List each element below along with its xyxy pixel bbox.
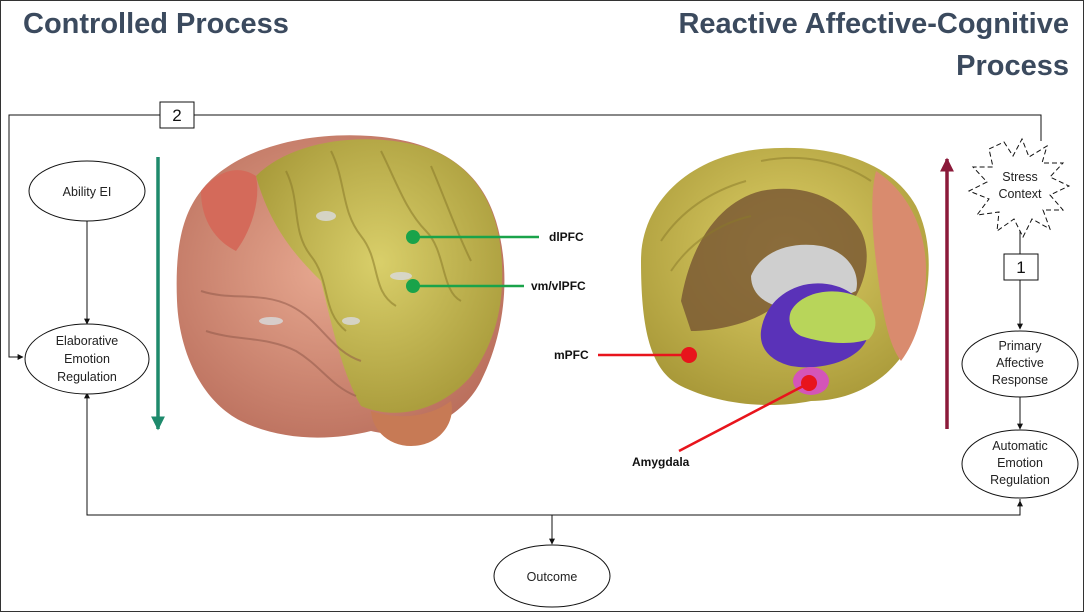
node-ability-ei: Ability EI [28, 160, 146, 222]
vmvlpfc-marker [406, 279, 420, 293]
svg-text:Automatic: Automatic [992, 439, 1048, 453]
node-automatic-emotion-regulation: Automatic Emotion Regulation [961, 429, 1079, 499]
outcome-bar [86, 396, 1021, 516]
medial-brain-image [641, 147, 929, 406]
title-reactive-process: Reactive Affective-Cognitive Process [678, 8, 1069, 82]
feedback-arrow-path2 [8, 114, 1042, 360]
dlpfc-label: dlPFC [549, 230, 584, 244]
svg-text:Affective: Affective [996, 356, 1044, 370]
svg-text:Context: Context [998, 187, 1042, 201]
path1-label-box [1003, 253, 1039, 281]
svg-text:Outcome: Outcome [527, 570, 578, 584]
mpfc-marker [681, 347, 697, 363]
path2-label: 2 [172, 106, 181, 125]
node-elaborative-emotion-regulation: Elaborative Emotion Regulation [24, 323, 150, 395]
svg-text:Stress: Stress [1002, 170, 1037, 184]
mpfc-label: mPFC [554, 348, 589, 362]
path1-label: 1 [1016, 258, 1025, 277]
svg-text:Response: Response [992, 373, 1048, 387]
svg-text:Primary: Primary [998, 339, 1042, 353]
svg-text:Regulation: Regulation [990, 473, 1050, 487]
svg-text:Emotion: Emotion [997, 456, 1043, 470]
lateral-brain-image [176, 135, 505, 446]
path2-label-box [159, 101, 195, 129]
title-controlled-process: Controlled Process [23, 8, 289, 40]
node-stress-context: Stress Context [967, 137, 1071, 239]
dlpfc-marker [406, 230, 420, 244]
node-outcome: Outcome [493, 544, 611, 608]
vmvlpfc-label: vm/vlPFC [531, 279, 586, 293]
amygdala-pointer [678, 381, 810, 453]
svg-text:Regulation: Regulation [57, 370, 117, 384]
amygdala-marker [801, 375, 817, 391]
svg-text:Ability EI: Ability EI [63, 185, 112, 199]
svg-text:Elaborative: Elaborative [56, 334, 119, 348]
node-primary-affective-response: Primary Affective Response [961, 330, 1079, 398]
amygdala-label: Amygdala [632, 455, 690, 469]
svg-text:Emotion: Emotion [64, 352, 110, 366]
